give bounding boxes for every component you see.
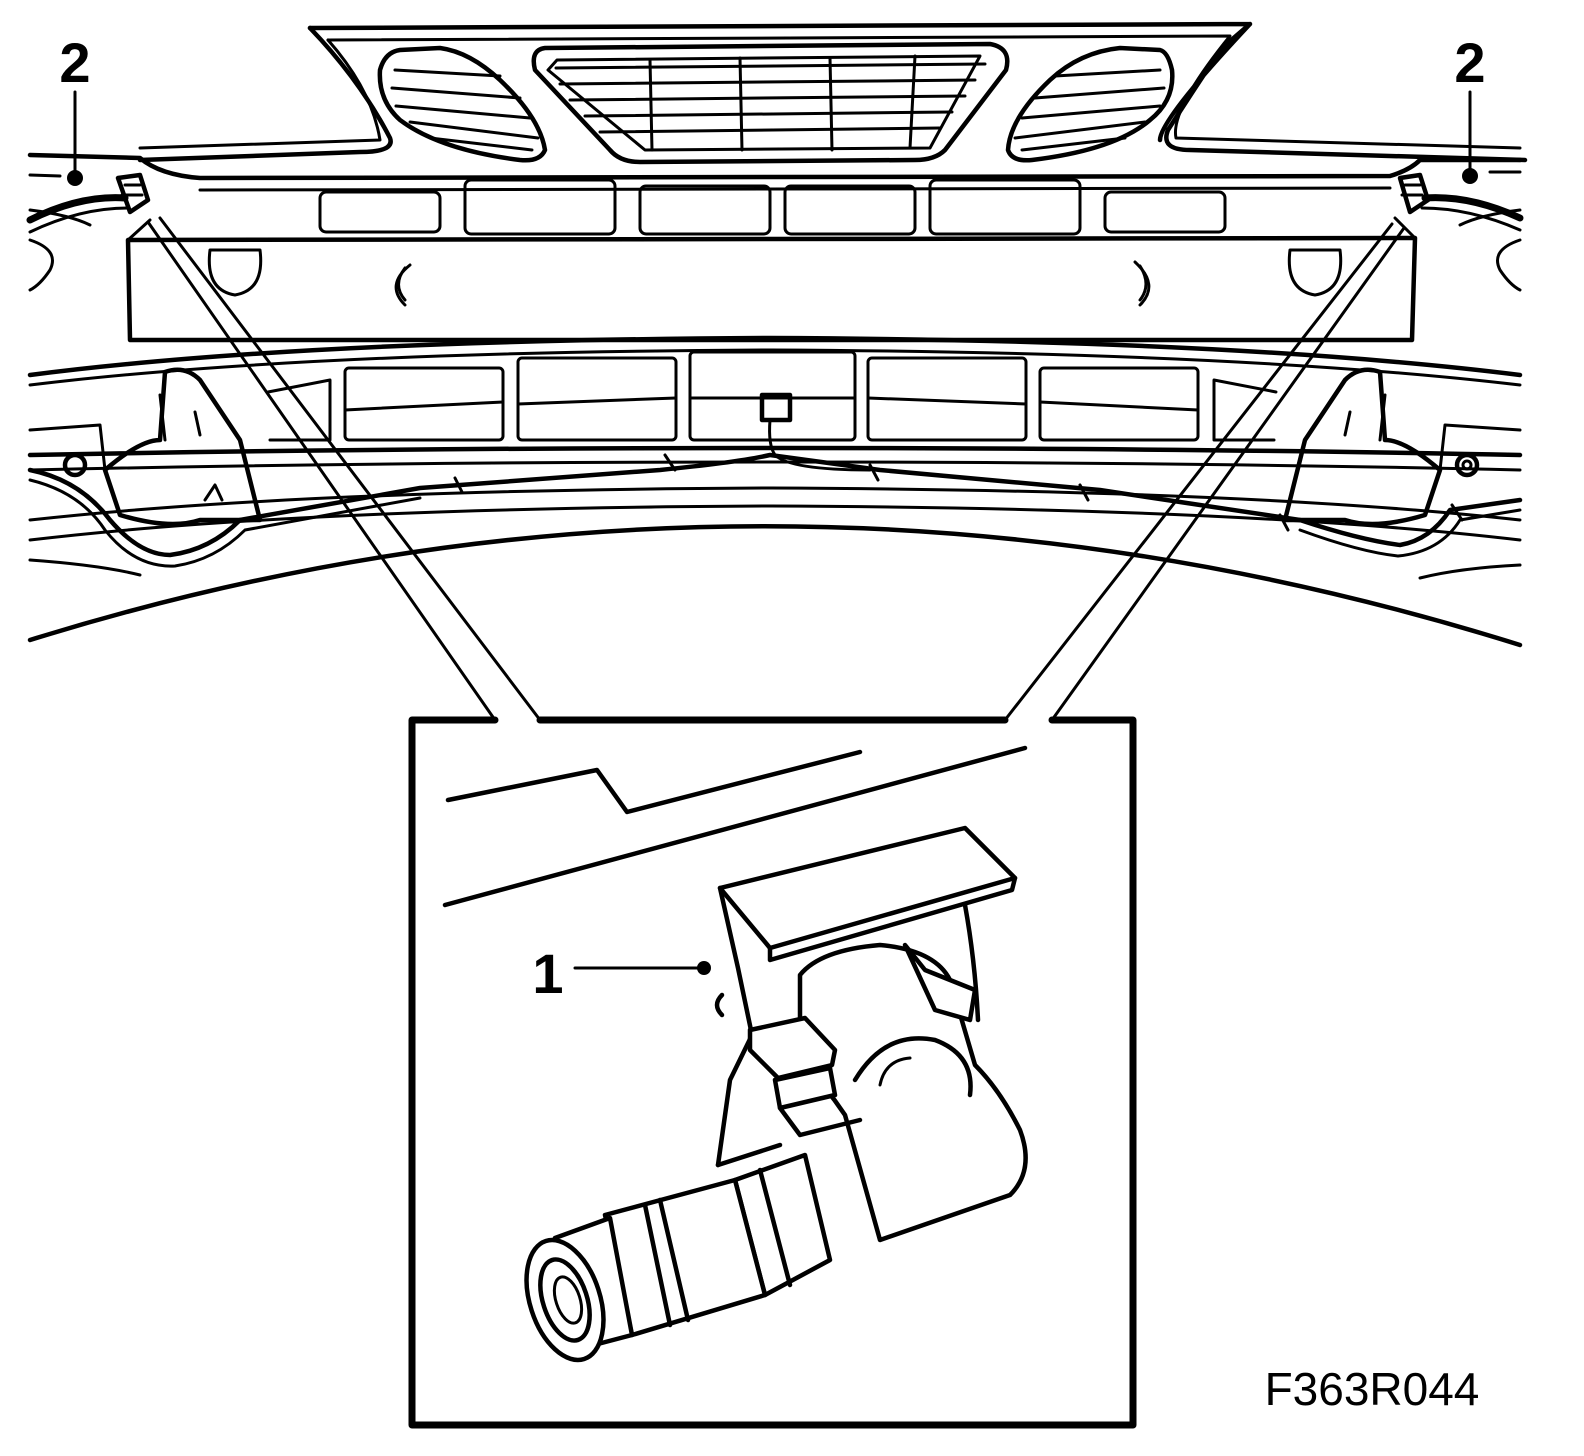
callout-label-right: 2 — [1454, 31, 1485, 94]
detail-leader-lines — [146, 216, 1406, 722]
right-side-grille — [1005, 45, 1175, 163]
upper-pockets — [318, 178, 1227, 236]
number-plate-panel — [125, 235, 1418, 343]
detail-frame — [408, 716, 1137, 1429]
grille-frame — [307, 21, 1528, 163]
parking-sensor — [747, 942, 1028, 1243]
callout-right-2: 2 — [1454, 31, 1486, 184]
detail-inset — [408, 716, 1137, 1429]
bumper-assembly — [26, 21, 1528, 648]
callout-label-left: 2 — [59, 31, 90, 94]
centre-grille — [531, 41, 1010, 165]
sensor-head — [524, 1152, 833, 1363]
right-corner-clip — [1397, 172, 1524, 232]
right-bracket — [1282, 367, 1522, 527]
lower-vents — [266, 350, 1278, 442]
left-corner-clip — [26, 172, 151, 234]
left-side-grille — [377, 45, 548, 163]
callout-left-2: 2 — [59, 31, 91, 186]
callout-label-detail: 1 — [532, 942, 563, 1005]
left-bracket — [28, 367, 263, 527]
sensor-bracket — [714, 825, 1018, 1168]
figure-code: F363R044 — [1265, 1363, 1480, 1415]
